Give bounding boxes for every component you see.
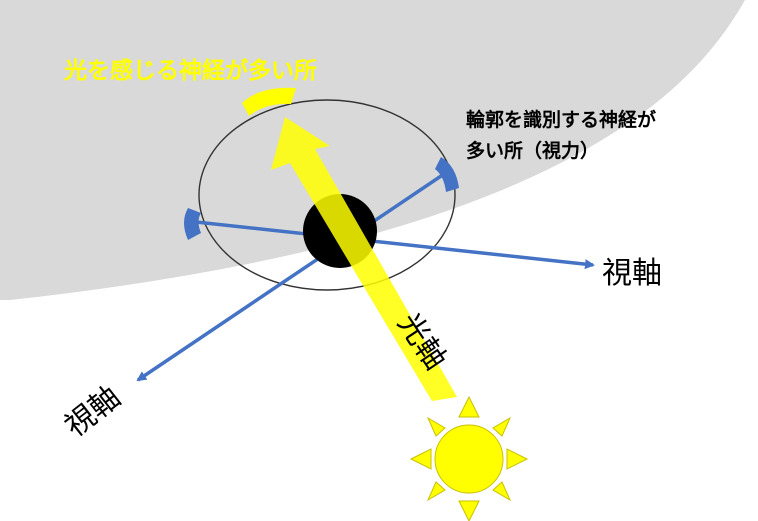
label-visual-axis-right: 視軸 [602,256,662,291]
eye-ellipse [198,99,456,291]
blue-marker-right [435,157,459,192]
label-light-sensitive-area: 光を感じる神経が多い所 [63,57,317,84]
optical-axis-arrow [271,117,457,401]
label-contour-area-line1: 輪郭を識別する神経が [466,108,656,131]
blue-marker-left [184,208,201,240]
label-visual-axis-left: 視軸 [58,380,127,445]
yellow-arc-marker [242,87,296,116]
visual-axis-right [195,220,595,270]
visual-axis-diagonal [136,170,448,382]
sun-icon [409,395,529,521]
label-contour-area-line2: 多い所（視力） [466,139,599,162]
